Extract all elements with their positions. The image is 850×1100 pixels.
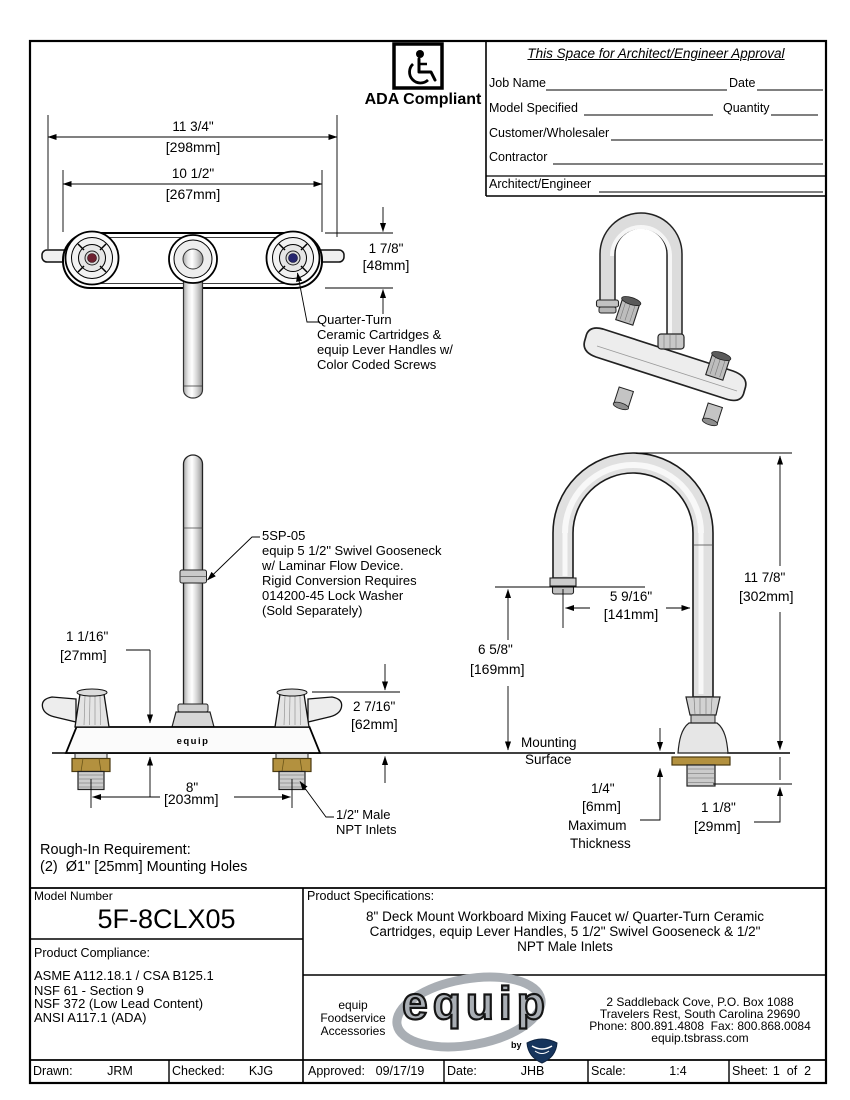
side-view-drawing (549, 452, 731, 787)
logo-by-text: by (511, 1040, 522, 1050)
max-thickness-line: [6mm] (582, 798, 621, 814)
spec-line: 8" Deck Mount Workboard Mixing Faucet w/… (366, 909, 764, 924)
compliance-item: ANSI A117.1 (ADA) (34, 1010, 147, 1025)
approved-value: 09/17/19 (375, 1064, 425, 1078)
drawn-label: Drawn: (33, 1064, 73, 1078)
product-specifications-label: Product Specifications: (307, 889, 435, 903)
dim-deck-depth-mm: [48mm] (362, 257, 410, 273)
product-compliance-label: Product Compliance: (34, 946, 151, 960)
address-line: 2 Saddleback Cove, P.O. Box 1088 (606, 995, 794, 1009)
dim-outlet-height-mm: [169mm] (470, 661, 525, 677)
dim-spout-reach-mm: [141mm] (603, 606, 659, 622)
dim-spout-reach-in: 5 9/16" (609, 589, 653, 604)
brand-tagline-line: Foodservice (320, 1011, 386, 1025)
mounting-surface-label: Surface (525, 752, 572, 767)
scale-label: Scale: (591, 1064, 626, 1078)
approval-quantity-label: Quantity (723, 101, 770, 115)
isometric-view-drawing (583, 212, 747, 427)
approval-architect-label: Architect/Engineer (489, 177, 592, 191)
gooseneck-note-line: equip 5 1/2" Swivel Gooseneck (262, 543, 442, 558)
cartridge-callout-line: equip Lever Handles w/ (317, 342, 453, 357)
drawn-value: JRM (107, 1064, 133, 1078)
date-label: Date: (447, 1064, 477, 1078)
dim-inlet-centers-mm: [203mm] (164, 791, 219, 807)
brand-tagline-line: Accessories (320, 1024, 386, 1038)
hot-color-screw (87, 253, 97, 263)
cold-color-screw (288, 253, 298, 263)
dim-body-height-mm: [27mm] (60, 647, 107, 663)
max-thickness-line: Maximum (568, 818, 627, 833)
front-view-drawing (41, 454, 790, 791)
checked-label: Checked: (172, 1064, 225, 1078)
dim-overall-width-mm: [298mm] (165, 139, 221, 155)
top-view-dimensions (47, 115, 393, 323)
cartridge-callout-line: Ceramic Cartridges & (317, 327, 442, 342)
dim-overall-height-in: 11 7/8" (744, 570, 786, 585)
compliance-item: NSF 61 - Section 9 (34, 983, 144, 998)
gooseneck-note-line: 5SP-05 (262, 528, 306, 543)
approval-customer-label: Customer/Wholesaler (489, 126, 610, 140)
mounting-surface-label: Mounting (521, 735, 577, 750)
dim-outlet-height-in: 6 5/8" (478, 642, 513, 657)
dim-handle-height-in: 2 7/16" (353, 699, 396, 714)
spec-line: NPT Male Inlets (517, 939, 613, 954)
body-brand-text: equip (176, 736, 210, 747)
dim-overall-width-in: 11 3/4" (172, 119, 214, 134)
sheet-value: 1 of 2 (772, 1064, 812, 1078)
gooseneck-note-line: 014200-45 Lock Washer (262, 588, 404, 603)
approval-job-name-label: Job Name (489, 76, 546, 90)
dim-shank-in: 1 1/8" (701, 800, 736, 815)
rough-in-requirement-line: Rough-In Requirement: (40, 842, 191, 858)
max-thickness-line: 1/4" (591, 781, 615, 796)
dim-center-width-mm: [267mm] (165, 186, 221, 202)
address-line: Phone: 800.891.4808 Fax: 800.868.0084 (589, 1019, 811, 1033)
gooseneck-note-line: Rigid Conversion Requires (262, 573, 417, 588)
max-thickness-line: Thickness (570, 836, 631, 851)
dim-handle-height-mm: [62mm] (351, 716, 398, 732)
ts-shield-icon (526, 1038, 558, 1064)
dim-inlet-centers-in: 8" (185, 780, 199, 795)
address-line: Travelers Rest, South Carolina 29690 (599, 1007, 801, 1021)
gooseneck-note-line: w/ Laminar Flow Device. (262, 558, 404, 573)
scale-value: 1:4 (669, 1064, 687, 1078)
sheet-borders (28, 39, 828, 1085)
ada-compliant-label: ADA Compliant (364, 91, 482, 108)
gooseneck-note-line: (Sold Separately) (262, 603, 363, 618)
approval-box-title: This Space for Architect/Engineer Approv… (527, 46, 785, 61)
model-number-label: Model Number (34, 889, 113, 903)
compliance-item: NSF 372 (Low Lead Content) (34, 996, 204, 1011)
dim-shank-mm: [29mm] (694, 818, 741, 834)
approved-label: Approved: (308, 1064, 365, 1078)
brand-tagline-line: equip (338, 998, 368, 1012)
front-view-dimensions (90, 536, 400, 818)
address-line: equip.tsbrass.com (651, 1031, 749, 1045)
inlet-callout-line: NPT Inlets (336, 822, 397, 837)
cartridge-callout-line: Quarter-Turn (317, 312, 392, 327)
approval-model-specified-label: Model Specified (489, 101, 578, 115)
equip-logo-text: equip (401, 976, 550, 1030)
spec-line: Cartridges, equip Lever Handles, 5 1/2" … (369, 924, 761, 939)
equip-logo-swoosh (392, 972, 546, 1052)
date-value: JHB (520, 1064, 545, 1078)
top-view-drawing (41, 230, 345, 399)
model-number-value: 5F-8CLX05 (97, 904, 236, 934)
sheet-label: Sheet: (732, 1064, 769, 1078)
ada-wheelchair-icon (392, 42, 444, 90)
dim-body-height-in: 1 1/16" (66, 629, 109, 644)
compliance-item: ASME A112.18.1 / CSA B125.1 (34, 968, 214, 983)
hot-handle-top (64, 230, 120, 286)
inlet-callout-line: 1/2" Male (336, 807, 391, 822)
approval-contractor-label: Contractor (489, 150, 548, 164)
checked-value: KJG (248, 1064, 274, 1078)
dim-center-width-in: 10 1/2" (171, 166, 215, 181)
cartridge-callout-line: Color Coded Screws (317, 357, 437, 372)
dim-deck-depth-in: 1 7/8" (368, 241, 404, 256)
rough-in-requirement-line: (2) Ø1" [25mm] Mounting Holes (40, 859, 248, 875)
cold-handle-top (265, 230, 321, 286)
dim-overall-height-mm: [302mm] (739, 588, 794, 604)
approval-date-label: Date (729, 76, 756, 90)
side-view-dimensions (495, 452, 792, 823)
